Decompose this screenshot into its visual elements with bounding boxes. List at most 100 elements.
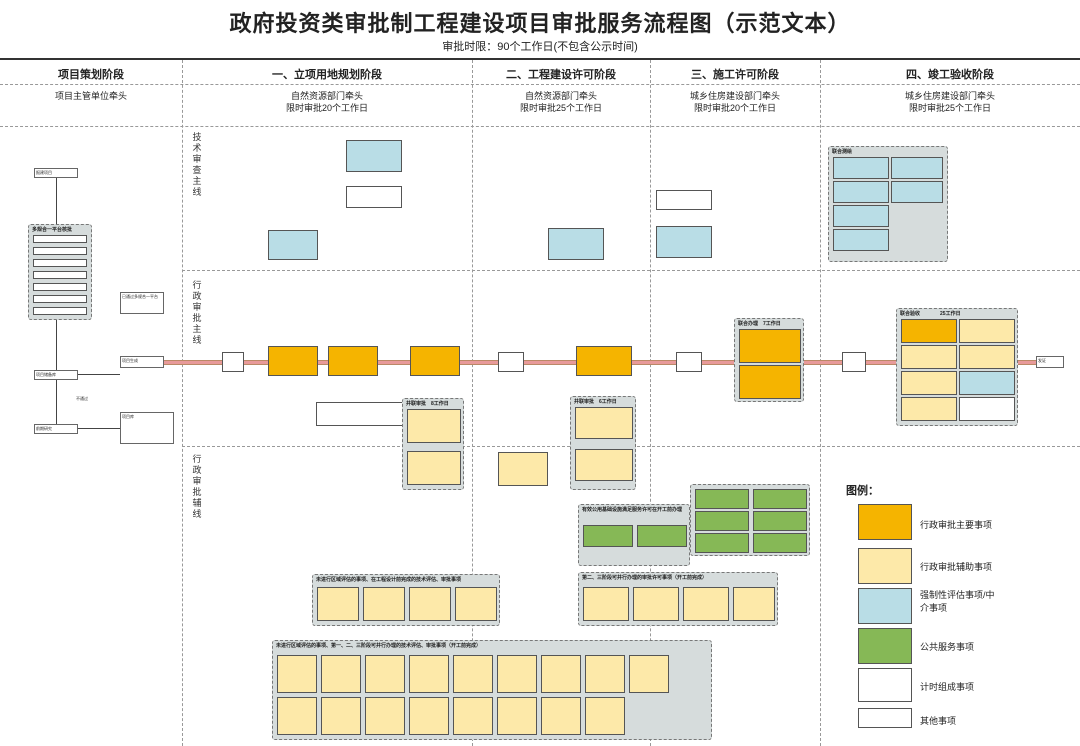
other-item <box>959 397 1015 421</box>
node-project-pool: 项目库 <box>120 412 174 444</box>
aux-approval-item <box>321 655 361 693</box>
aux-approval-item <box>321 697 361 735</box>
row-label-tech: 技术审查主线 <box>192 132 202 197</box>
other-item <box>346 186 402 208</box>
group-joint-survey: 联合测绘 <box>828 146 948 262</box>
legend-swatch-evaluation <box>858 588 912 624</box>
evaluation-item <box>833 229 889 251</box>
group-joint-acceptance: 联合验收 25工作日 <box>896 308 1018 426</box>
stage-separator <box>472 60 473 746</box>
connector-line <box>78 374 120 375</box>
row-label-aux: 行政审批辅线 <box>192 454 202 519</box>
plan-item <box>33 307 87 315</box>
aux-approval-item <box>365 655 405 693</box>
stage-lead-text: 项目主管单位牵头 <box>54 91 127 101</box>
stage-header-land: 一、立项用地规划阶段 <box>272 69 382 81</box>
window-intake <box>222 352 244 372</box>
group-public-services <box>690 484 810 556</box>
aux-approval-item <box>497 697 537 735</box>
aux-approval-item <box>585 655 625 693</box>
aux-approval-item <box>453 697 493 735</box>
aux-approval-item <box>541 697 581 735</box>
aux-approval-item <box>317 587 359 621</box>
node-pre-research: 前期研究 <box>34 424 78 434</box>
stage-separator <box>650 60 651 746</box>
aux-approval-item <box>629 655 669 693</box>
stage-lead-text: 城乡住房建设部门牵头 <box>904 91 995 101</box>
public-service-item <box>583 525 633 547</box>
aux-approval-item <box>497 655 537 693</box>
legend-label: 行政审批辅助事项 <box>920 562 993 572</box>
top-rule <box>0 58 1080 60</box>
aux-approval-item <box>901 397 957 421</box>
public-service-item <box>753 489 807 509</box>
window-intake <box>676 352 702 372</box>
stage-limit-text: 限时审批20个工作日 <box>285 103 368 113</box>
legend-swatch-public <box>858 628 912 664</box>
aux-approval-item <box>453 655 493 693</box>
stage-header-planning: 项目策划阶段 <box>58 69 124 81</box>
aux-approval-item <box>959 345 1015 369</box>
node-project-library: 项目储备库 <box>34 370 78 380</box>
connector-line <box>56 380 57 424</box>
stage-lead-land: 自然资源部门牵头 限时审批20个工作日 <box>182 90 472 114</box>
legend-label: 计时组成事项 <box>920 682 975 692</box>
connector-line <box>78 428 120 429</box>
group-multi-plan: 多规合一平台核批 <box>28 224 92 320</box>
connector-line <box>56 178 57 224</box>
stage-lead-text: 城乡住房建设部门牵头 <box>689 91 780 101</box>
group-aux-1: 有效公用基础设施满足服务许可在开工前办理 <box>578 504 690 566</box>
approval-item-primary <box>576 346 632 376</box>
plan-item <box>33 271 87 279</box>
plan-item <box>33 295 87 303</box>
group-aux-4: 未进行区域评估的事项、第一、二、三阶段可并行办理的技术评估、审批事项（开工前完成… <box>272 640 712 740</box>
plan-item <box>33 235 87 243</box>
aux-approval-item <box>363 587 405 621</box>
stage-separator <box>820 60 821 746</box>
group-title: 并联审批 6工作日 <box>574 399 617 405</box>
group-aux-2: 第二、三阶段可并行办理的审批许可事项（开工前完成） <box>578 572 778 626</box>
group-title: 联合测绘 <box>832 149 853 155</box>
legend-label: 行政审批主要事项 <box>920 520 993 530</box>
evaluation-item <box>346 140 402 172</box>
stage-limit-text: 限时审批20个工作日 <box>693 103 776 113</box>
public-service-item <box>695 533 749 553</box>
diagram-title: 政府投资类审批制工程建设项目审批服务流程图（示范文本） <box>229 11 851 36</box>
evaluation-item <box>268 230 318 260</box>
group-title: 并联审批 8工作日 <box>406 401 449 407</box>
stage-lead-text: 自然资源部门牵头 <box>290 91 363 101</box>
node-project-build: 报建项目 <box>34 168 78 178</box>
legend-label: 公共服务事项 <box>920 642 975 652</box>
public-service-item <box>637 525 687 547</box>
evaluation-item <box>891 157 943 179</box>
stage-limit-text: 限时审批25个工作日 <box>519 103 602 113</box>
legend-swatch-timing <box>858 668 912 702</box>
window-intake <box>842 352 866 372</box>
approval-item-primary <box>739 365 801 399</box>
group-joint-office: 联合办理 7工作日 <box>734 318 804 402</box>
evaluation-item <box>833 205 889 227</box>
stage-header-permit: 二、工程建设许可阶段 <box>506 69 616 81</box>
aux-approval-item <box>683 587 729 621</box>
row-separator <box>182 270 1080 271</box>
row-separator <box>0 126 1080 127</box>
group-parallel-approval-1: 并联审批 8工作日 <box>402 398 464 490</box>
stage-lead-acceptance: 城乡住房建设部门牵头 限时审批25个工作日 <box>820 90 1080 114</box>
aux-approval-item <box>498 452 548 486</box>
stage-lead-planning: 项目主管单位牵头 <box>0 90 182 102</box>
aux-approval-item <box>959 319 1015 343</box>
aux-approval-item <box>585 697 625 735</box>
stage-header-acceptance: 四、竣工验收阶段 <box>906 69 994 81</box>
aux-approval-item <box>409 697 449 735</box>
plan-item <box>33 259 87 267</box>
approval-item-primary <box>268 346 318 376</box>
aux-approval-item <box>409 587 451 621</box>
stage-header-construction: 三、施工许可阶段 <box>691 69 779 81</box>
aux-approval-item <box>407 409 461 443</box>
group-title: 有效公用基础设施满足服务许可在开工前办理 <box>582 507 683 513</box>
header-divider <box>0 84 1080 85</box>
aux-approval-item <box>277 697 317 735</box>
aux-approval-item <box>901 371 957 395</box>
aux-approval-item <box>583 587 629 621</box>
stage-lead-construction: 城乡住房建设部门牵头 限时审批20个工作日 <box>650 90 820 114</box>
